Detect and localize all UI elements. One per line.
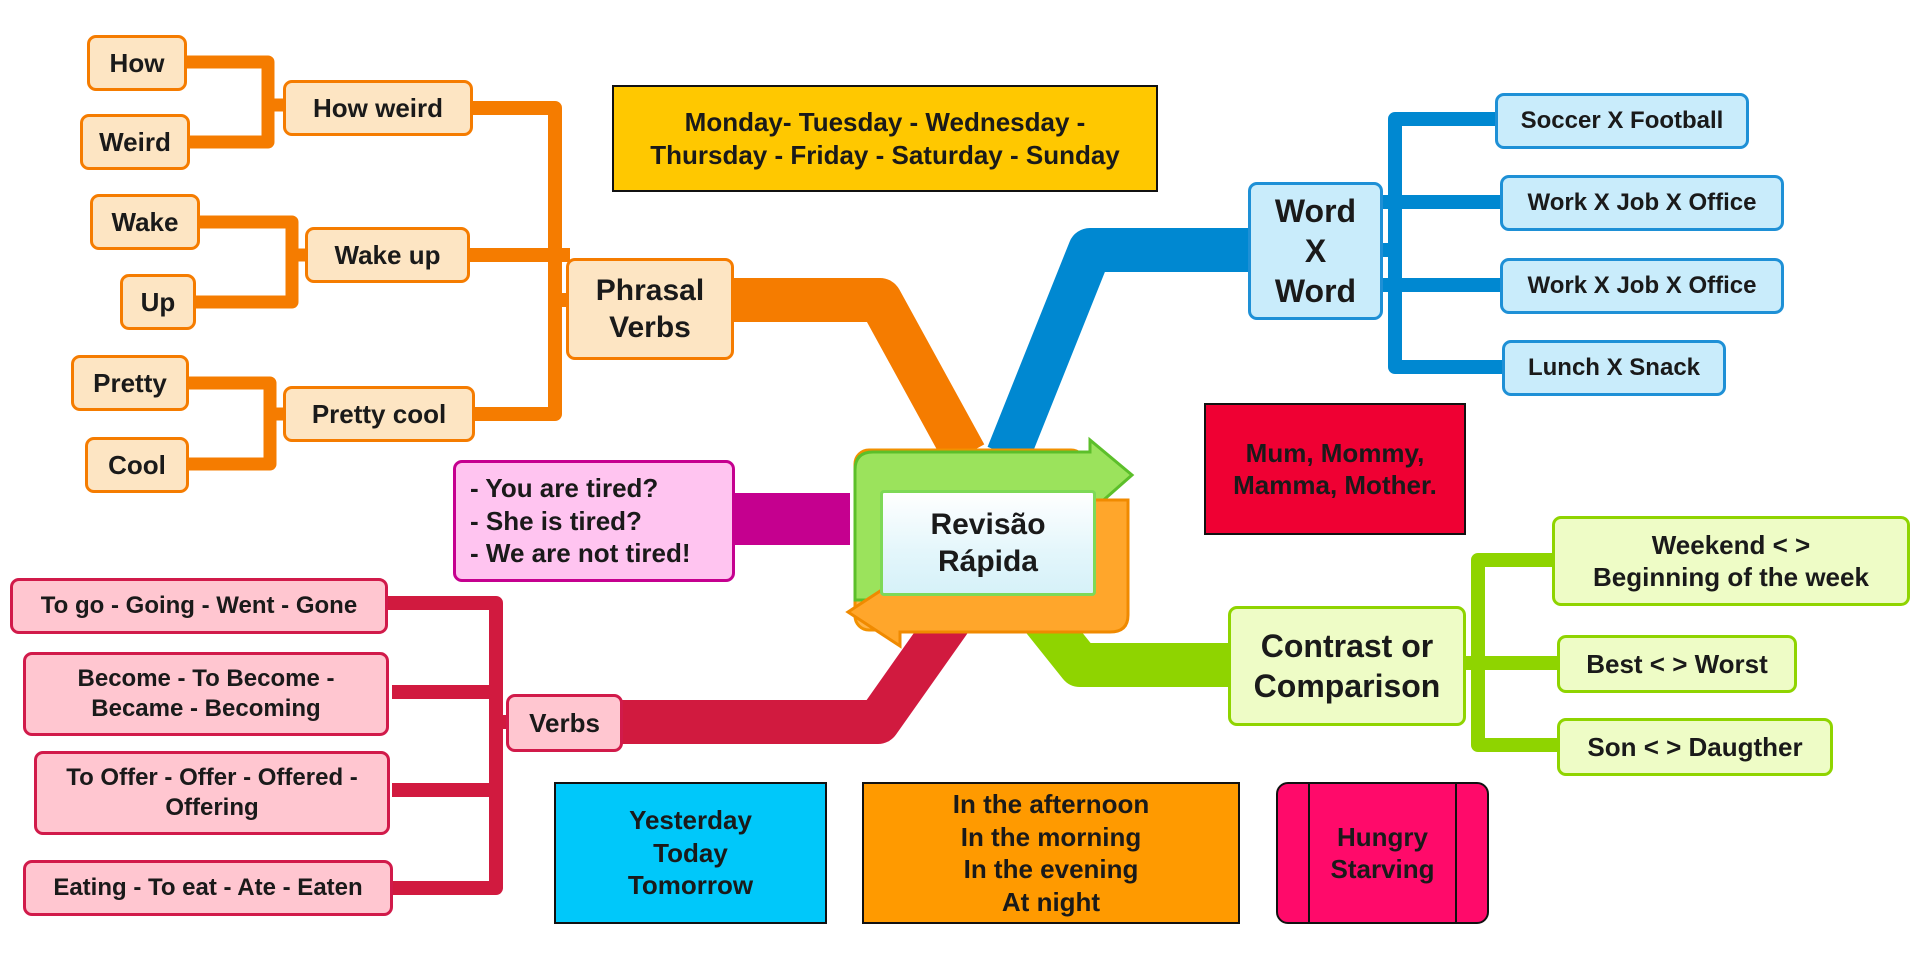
branch-how-weird bbox=[470, 101, 570, 307]
weird-node: Weird bbox=[80, 114, 190, 170]
branch-pretty bbox=[187, 376, 277, 471]
how-weird-node: How weird bbox=[283, 80, 473, 136]
cool-node: Cool bbox=[85, 437, 189, 493]
days-of-week-box: Monday- Tuesday - Wednesday - Thursday -… bbox=[612, 85, 1158, 192]
hungry-left-divider bbox=[1308, 784, 1310, 922]
trunk-verbs bbox=[620, 607, 968, 744]
work-job-office-node-1: Work X Job X Office bbox=[1500, 175, 1784, 231]
branch-word-items bbox=[1388, 112, 1505, 374]
wake-up-node: Wake up bbox=[305, 227, 470, 283]
hungry-starving-text: Hungry Starving bbox=[1330, 821, 1435, 885]
questions-node: - You are tired? - She is tired? - We ar… bbox=[453, 460, 735, 582]
pretty-cool-node: Pretty cool bbox=[283, 386, 475, 442]
trunk-word-x-word bbox=[987, 228, 1255, 464]
eating-node: Eating - To eat - Ate - Eaten bbox=[23, 860, 393, 916]
branch-wake bbox=[195, 215, 299, 309]
weekend-beginning-node: Weekend < > Beginning of the week bbox=[1552, 516, 1910, 606]
son-daughter-node: Son < > Daugther bbox=[1557, 718, 1833, 776]
become-node: Become - To Become - Became - Becoming bbox=[23, 652, 389, 736]
work-job-office-node-2: Work X Job X Office bbox=[1500, 258, 1784, 314]
branch-pretty-cool bbox=[472, 300, 562, 421]
to-offer-node: To Offer - Offer - Offered - Offering bbox=[34, 751, 390, 835]
branch-verbs-items bbox=[386, 596, 503, 895]
phrasal-verbs-node: Phrasal Verbs bbox=[566, 258, 734, 360]
central-topic: Revisão Rápida bbox=[880, 490, 1096, 596]
how-node: How bbox=[87, 35, 187, 91]
branch-contrast-items bbox=[1471, 553, 1560, 752]
up-node: Up bbox=[120, 274, 196, 330]
contrast-comparison-node: Contrast or Comparison bbox=[1228, 606, 1466, 726]
to-go-node: To go - Going - Went - Gone bbox=[10, 578, 388, 634]
time-words-box: Yesterday Today Tomorrow bbox=[554, 782, 827, 924]
trunk-phrasal-verbs bbox=[730, 278, 985, 466]
branch-how bbox=[185, 55, 275, 149]
periods-of-day-box: In the afternoon In the morning In the e… bbox=[862, 782, 1240, 924]
pretty-node: Pretty bbox=[71, 355, 189, 411]
family-names-box: Mum, Mommy, Mamma, Mother. bbox=[1204, 403, 1466, 535]
word-x-word-node: Word X Word bbox=[1248, 182, 1383, 320]
lunch-snack-node: Lunch X Snack bbox=[1502, 340, 1726, 396]
hungry-starving-box: Hungry Starving bbox=[1276, 782, 1489, 924]
verbs-node: Verbs bbox=[506, 694, 623, 752]
hungry-right-divider bbox=[1455, 784, 1457, 922]
soccer-football-node: Soccer X Football bbox=[1495, 93, 1749, 149]
wake-node: Wake bbox=[90, 194, 200, 250]
best-worst-node: Best < > Worst bbox=[1557, 635, 1797, 693]
